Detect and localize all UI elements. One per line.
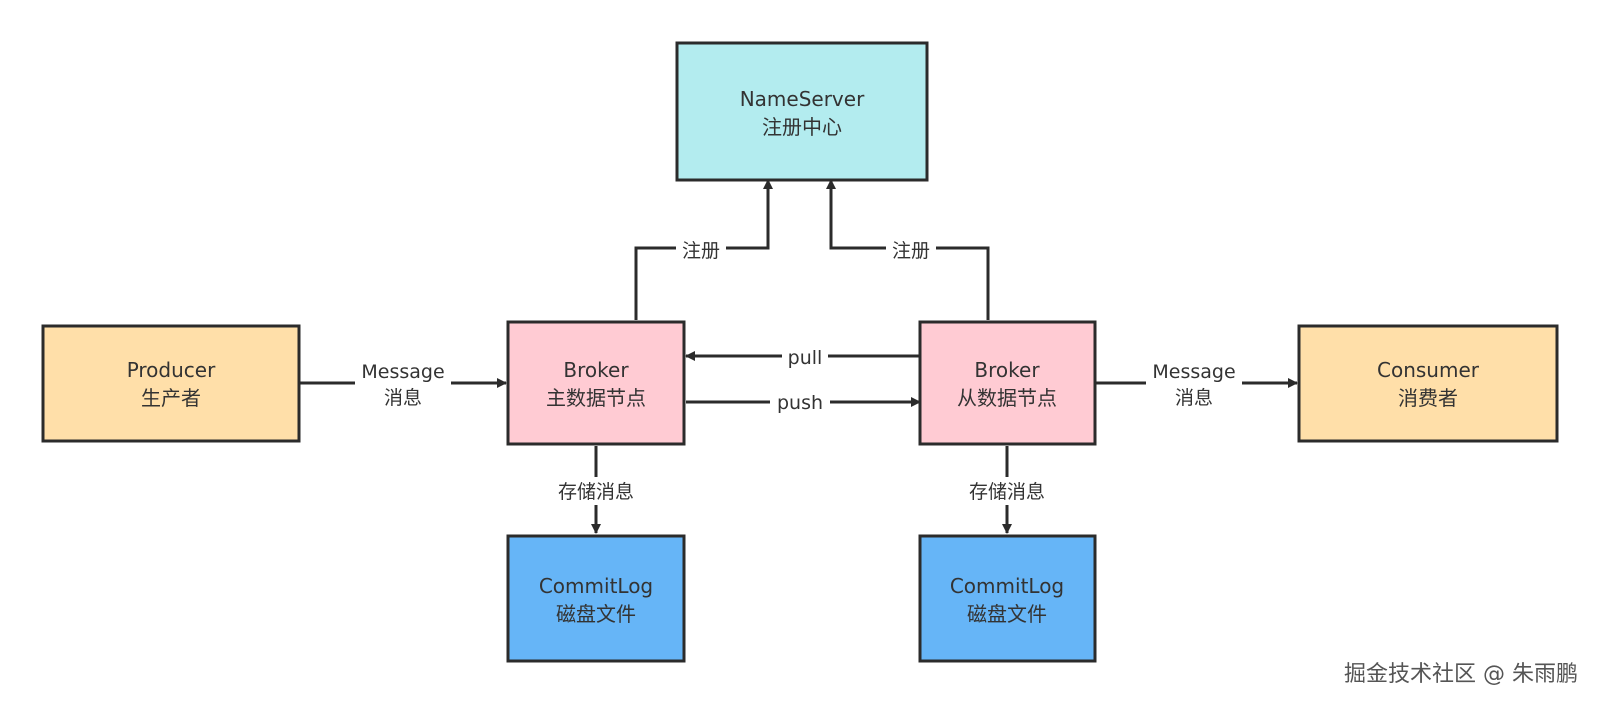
node-commitlog-slave: CommitLog 磁盘文件	[918, 534, 1097, 663]
edge-slave-register-label: 注册	[892, 240, 930, 262]
node-consumer: Consumer 消费者	[1297, 324, 1559, 443]
node-consumer-subtitle: 消费者	[1398, 386, 1458, 410]
edge-pull-label-bg	[782, 344, 828, 370]
edge-pull: pull	[685, 344, 920, 370]
edge-slave-store: 存储消息	[960, 446, 1054, 534]
node-nameserver-title: NameServer	[740, 87, 865, 111]
edge-slave-register: 注册	[826, 179, 990, 320]
edge-producer-to-master-label-2: 消息	[384, 387, 422, 409]
node-commitlog-master-subtitle: 磁盘文件	[556, 602, 636, 626]
edge-master-register: 注册	[634, 179, 773, 320]
node-producer-subtitle: 生产者	[141, 386, 201, 410]
node-producer-title: Producer	[127, 358, 216, 382]
node-broker-slave-subtitle: 从数据节点	[957, 386, 1057, 410]
node-nameserver-subtitle: 注册中心	[762, 115, 842, 139]
node-broker-slave-box	[918, 320, 1097, 446]
edge-master-store: 存储消息	[549, 446, 643, 534]
edge-slave-store-label: 存储消息	[969, 481, 1045, 503]
node-nameserver: NameServer 注册中心	[675, 41, 929, 182]
node-broker-master-title: Broker	[563, 358, 629, 382]
node-nameserver-box	[675, 41, 929, 182]
edge-slave-register-label-bg	[886, 236, 936, 264]
node-broker-master-box	[506, 320, 686, 446]
edge-master-register-label-bg	[676, 236, 726, 264]
edge-producer-to-master: Message 消息	[299, 355, 507, 411]
watermark: 掘金技术社区 @ 朱雨鹏	[1344, 662, 1578, 687]
node-consumer-box	[1297, 324, 1559, 443]
node-broker-master-subtitle: 主数据节点	[546, 386, 646, 410]
edge-push-label-bg	[770, 389, 830, 415]
edge-slave-store-label-bg	[960, 477, 1054, 505]
node-consumer-title: Consumer	[1377, 358, 1480, 382]
node-broker-master: Broker 主数据节点	[506, 320, 686, 446]
node-commitlog-master-title: CommitLog	[539, 574, 653, 598]
edge-master-store-label-bg	[549, 477, 643, 505]
edge-slave-to-consumer-label-bg	[1146, 355, 1242, 411]
edge-slave-to-consumer-label-2: 消息	[1175, 387, 1213, 409]
edge-master-register-label: 注册	[682, 240, 720, 262]
node-commitlog-slave-box	[918, 534, 1097, 663]
edge-producer-to-master-label-1: Message	[361, 361, 444, 383]
edge-pull-label: pull	[788, 347, 823, 369]
edge-push-label: push	[777, 392, 823, 414]
edge-slave-to-consumer-label-1: Message	[1152, 361, 1235, 383]
node-producer-box	[41, 324, 301, 443]
node-broker-slave-title: Broker	[974, 358, 1040, 382]
node-commitlog-master-box	[506, 534, 686, 663]
edge-slave-to-consumer: Message 消息	[1095, 355, 1298, 411]
node-commitlog-slave-subtitle: 磁盘文件	[967, 602, 1047, 626]
edge-master-store-label: 存储消息	[558, 481, 634, 503]
edge-push: push	[686, 389, 921, 415]
node-broker-slave: Broker 从数据节点	[918, 320, 1097, 446]
node-commitlog-slave-title: CommitLog	[950, 574, 1064, 598]
edge-producer-to-master-label-bg	[355, 355, 451, 411]
node-commitlog-master: CommitLog 磁盘文件	[506, 534, 686, 663]
node-producer: Producer 生产者	[41, 324, 301, 443]
